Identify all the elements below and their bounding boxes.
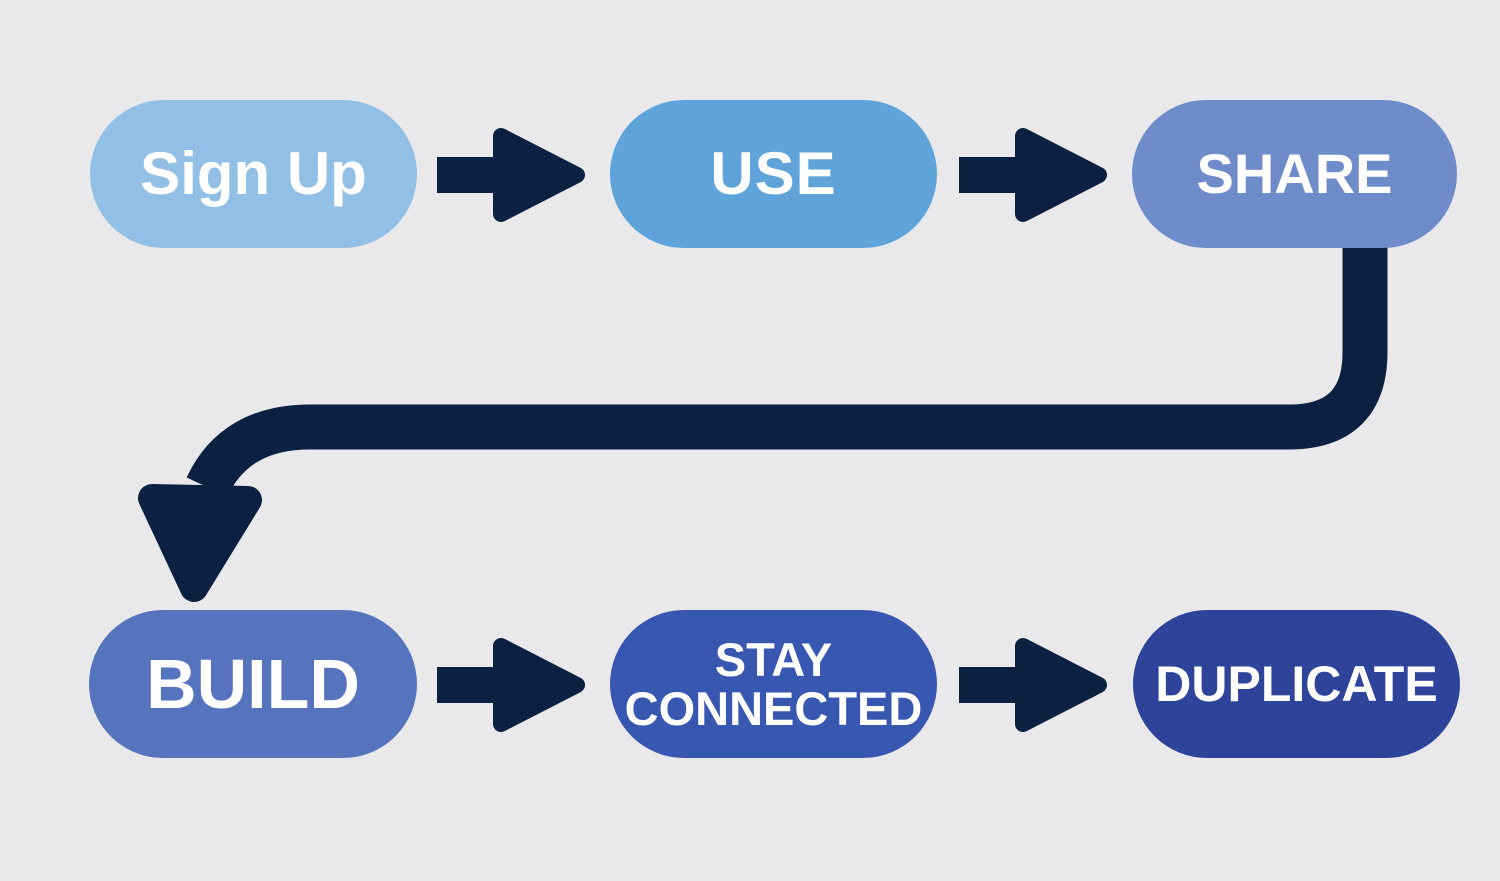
node-stay-connected: STAY CONNECTED	[610, 610, 937, 758]
right-arrow-icon	[437, 638, 585, 732]
node-stay-connected-label-line2: CONNECTED	[624, 682, 923, 735]
right-arrow-icon	[437, 128, 585, 222]
right-arrow-icon	[959, 638, 1107, 732]
node-use: USE	[610, 100, 937, 248]
node-duplicate: DUPLICATE	[1133, 610, 1460, 758]
right-arrow-head	[1015, 638, 1107, 732]
right-arrow-icon	[959, 128, 1107, 222]
right-arrow-head	[493, 638, 585, 732]
node-build-label: BUILD	[146, 645, 360, 723]
node-build: BUILD	[89, 610, 417, 758]
node-sign-up-label: Sign Up	[140, 140, 367, 207]
curved-connector-line	[186, 246, 1388, 498]
node-use-label: USE	[710, 140, 837, 207]
right-arrow-stem	[959, 157, 1021, 193]
right-arrow-stem	[437, 157, 499, 193]
node-sign-up: Sign Up	[90, 100, 417, 248]
right-arrow-head	[493, 128, 585, 222]
node-share: SHARE	[1132, 100, 1457, 248]
right-arrow-stem	[959, 667, 1021, 703]
right-arrow-head	[1015, 128, 1107, 222]
node-duplicate-label: DUPLICATE	[1155, 656, 1438, 712]
right-arrow-stem	[437, 667, 499, 703]
curved-connector-arrowhead	[138, 484, 262, 602]
node-stay-connected-label-line1: STAY	[714, 632, 833, 686]
node-share-label: SHARE	[1196, 142, 1393, 205]
